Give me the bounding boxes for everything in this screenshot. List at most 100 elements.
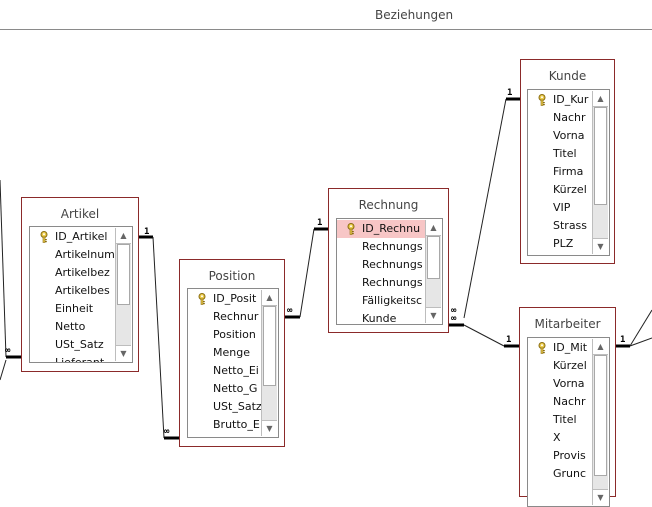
field-item[interactable]: Artikelbez bbox=[30, 264, 115, 282]
relationship-offscreen-artikel[interactable] bbox=[0, 179, 21, 381]
field-item[interactable]: Lieferant bbox=[30, 354, 115, 362]
field-item[interactable]: Menge bbox=[188, 344, 261, 362]
scrollbar-track[interactable] bbox=[593, 355, 608, 489]
field-item[interactable]: Brutto_G bbox=[188, 434, 261, 437]
vertical-scrollbar[interactable]: ▲▼ bbox=[261, 290, 277, 436]
field-item[interactable]: Titel bbox=[528, 411, 592, 429]
field-item[interactable]: ID_Rechnu bbox=[337, 220, 425, 238]
scrollbar-track[interactable] bbox=[116, 244, 131, 345]
relationship-position-rechnung[interactable] bbox=[285, 227, 329, 319]
scroll-up-arrow-icon[interactable]: ▲ bbox=[116, 228, 131, 244]
field-item[interactable]: Nachr bbox=[528, 393, 592, 411]
relationship-artikel-position[interactable] bbox=[139, 235, 179, 440]
scrollbar-thumb[interactable] bbox=[427, 236, 440, 279]
field-item[interactable]: Vorna bbox=[528, 375, 592, 393]
field-item[interactable]: ID_Posit bbox=[188, 290, 261, 308]
field-item[interactable]: USt_Satz bbox=[30, 336, 115, 354]
field-item[interactable]: USt_Satz bbox=[188, 398, 261, 416]
scroll-down-arrow-icon[interactable]: ▼ bbox=[593, 489, 608, 505]
field-item[interactable]: Position bbox=[188, 326, 261, 344]
relationship-rechnung-kunde[interactable] bbox=[463, 97, 521, 319]
relationship-mitarbeiter-offscreen[interactable] bbox=[616, 309, 652, 348]
vertical-scrollbar[interactable]: ▲▼ bbox=[115, 228, 131, 361]
field-name: Nachr bbox=[553, 395, 586, 408]
vertical-scrollbar[interactable]: ▲▼ bbox=[425, 220, 441, 323]
field-item[interactable]: Titel bbox=[528, 145, 592, 163]
field-item[interactable]: ID_Mit bbox=[528, 339, 592, 357]
field-name: Artikelnum bbox=[55, 248, 115, 261]
field-name: Rechnungs bbox=[362, 258, 423, 271]
field-item[interactable]: Netto_G bbox=[188, 380, 261, 398]
field-item[interactable]: Artikelnum bbox=[30, 246, 115, 264]
field-item[interactable]: Kunde bbox=[337, 310, 425, 324]
field-item[interactable]: Grunc bbox=[528, 465, 592, 483]
scrollbar-thumb[interactable] bbox=[594, 107, 607, 206]
field-item[interactable]: PLZ bbox=[528, 235, 592, 253]
vertical-scrollbar[interactable]: ▲▼ bbox=[592, 339, 608, 505]
field-item[interactable]: Fälligkeitsc bbox=[337, 292, 425, 310]
table-title[interactable]: Kunde bbox=[548, 69, 587, 83]
scrollbar-thumb[interactable] bbox=[594, 355, 607, 476]
scrollbar-track[interactable] bbox=[426, 236, 441, 307]
table-title[interactable]: Position bbox=[208, 269, 256, 283]
field-name: Firma bbox=[553, 165, 584, 178]
relationship-line bbox=[463, 324, 505, 347]
field-item[interactable]: Nachr bbox=[528, 109, 592, 127]
field-item[interactable]: Rechnur bbox=[188, 308, 261, 326]
field-item[interactable]: Netto bbox=[30, 318, 115, 336]
scroll-down-arrow-icon[interactable]: ▼ bbox=[116, 345, 131, 361]
field-name: Provis bbox=[553, 449, 586, 462]
field-item[interactable]: VIP bbox=[528, 199, 592, 217]
field-item[interactable]: Netto_Ei bbox=[188, 362, 261, 380]
vertical-scrollbar[interactable]: ▲▼ bbox=[592, 91, 608, 254]
field-item[interactable]: Rechnungs bbox=[337, 238, 425, 256]
field-item[interactable]: ID_Kur bbox=[528, 91, 592, 109]
field-item[interactable]: Provis bbox=[528, 447, 592, 465]
field-name: Rechnungs bbox=[362, 240, 423, 253]
field-name: Fälligkeitsc bbox=[362, 294, 423, 307]
field-item[interactable]: Vorna bbox=[528, 127, 592, 145]
scroll-up-arrow-icon[interactable]: ▲ bbox=[426, 220, 441, 236]
field-item[interactable]: ID_Artikel bbox=[30, 228, 115, 246]
scroll-down-arrow-icon[interactable]: ▼ bbox=[426, 307, 441, 323]
scroll-up-arrow-icon[interactable]: ▲ bbox=[593, 91, 608, 107]
field-item[interactable]: X bbox=[528, 429, 592, 447]
table-title[interactable]: Artikel bbox=[60, 207, 100, 221]
scroll-up-arrow-icon[interactable]: ▲ bbox=[593, 339, 608, 355]
scrollbar-track[interactable] bbox=[593, 107, 608, 238]
cardinality-one-label: 1 bbox=[144, 227, 150, 237]
field-item[interactable]: Firma bbox=[528, 163, 592, 181]
scrollbar-thumb[interactable] bbox=[117, 244, 130, 305]
field-item[interactable]: Einheit bbox=[30, 300, 115, 318]
field-item[interactable]: Rechnungs bbox=[337, 274, 425, 292]
field-item[interactable]: Brutto_E bbox=[188, 416, 261, 434]
field-name: Artikelbez bbox=[55, 266, 110, 279]
relationship-rechnung-mitarbeiter[interactable] bbox=[449, 323, 519, 348]
field-item[interactable]: Artikelbes bbox=[30, 282, 115, 300]
field-item[interactable]: Kürzel bbox=[528, 357, 592, 375]
field-name: Netto bbox=[55, 320, 86, 333]
table-title[interactable]: Rechnung bbox=[358, 198, 419, 212]
field-name: Grunc bbox=[553, 467, 587, 480]
table-title[interactable]: Mitarbeiter bbox=[534, 317, 601, 331]
scroll-up-arrow-icon[interactable]: ▲ bbox=[262, 290, 277, 306]
scroll-down-arrow-icon[interactable]: ▼ bbox=[262, 420, 277, 436]
field-item[interactable]: Kürzel bbox=[528, 181, 592, 199]
relationship-lines bbox=[0, 97, 652, 440]
field-item[interactable]: Strass bbox=[528, 217, 592, 235]
scrollbar-thumb[interactable] bbox=[263, 306, 276, 386]
scrollbar-track[interactable] bbox=[262, 306, 277, 420]
field-item[interactable]: Rechnungs bbox=[337, 256, 425, 274]
scroll-down-arrow-icon[interactable]: ▼ bbox=[593, 238, 608, 254]
